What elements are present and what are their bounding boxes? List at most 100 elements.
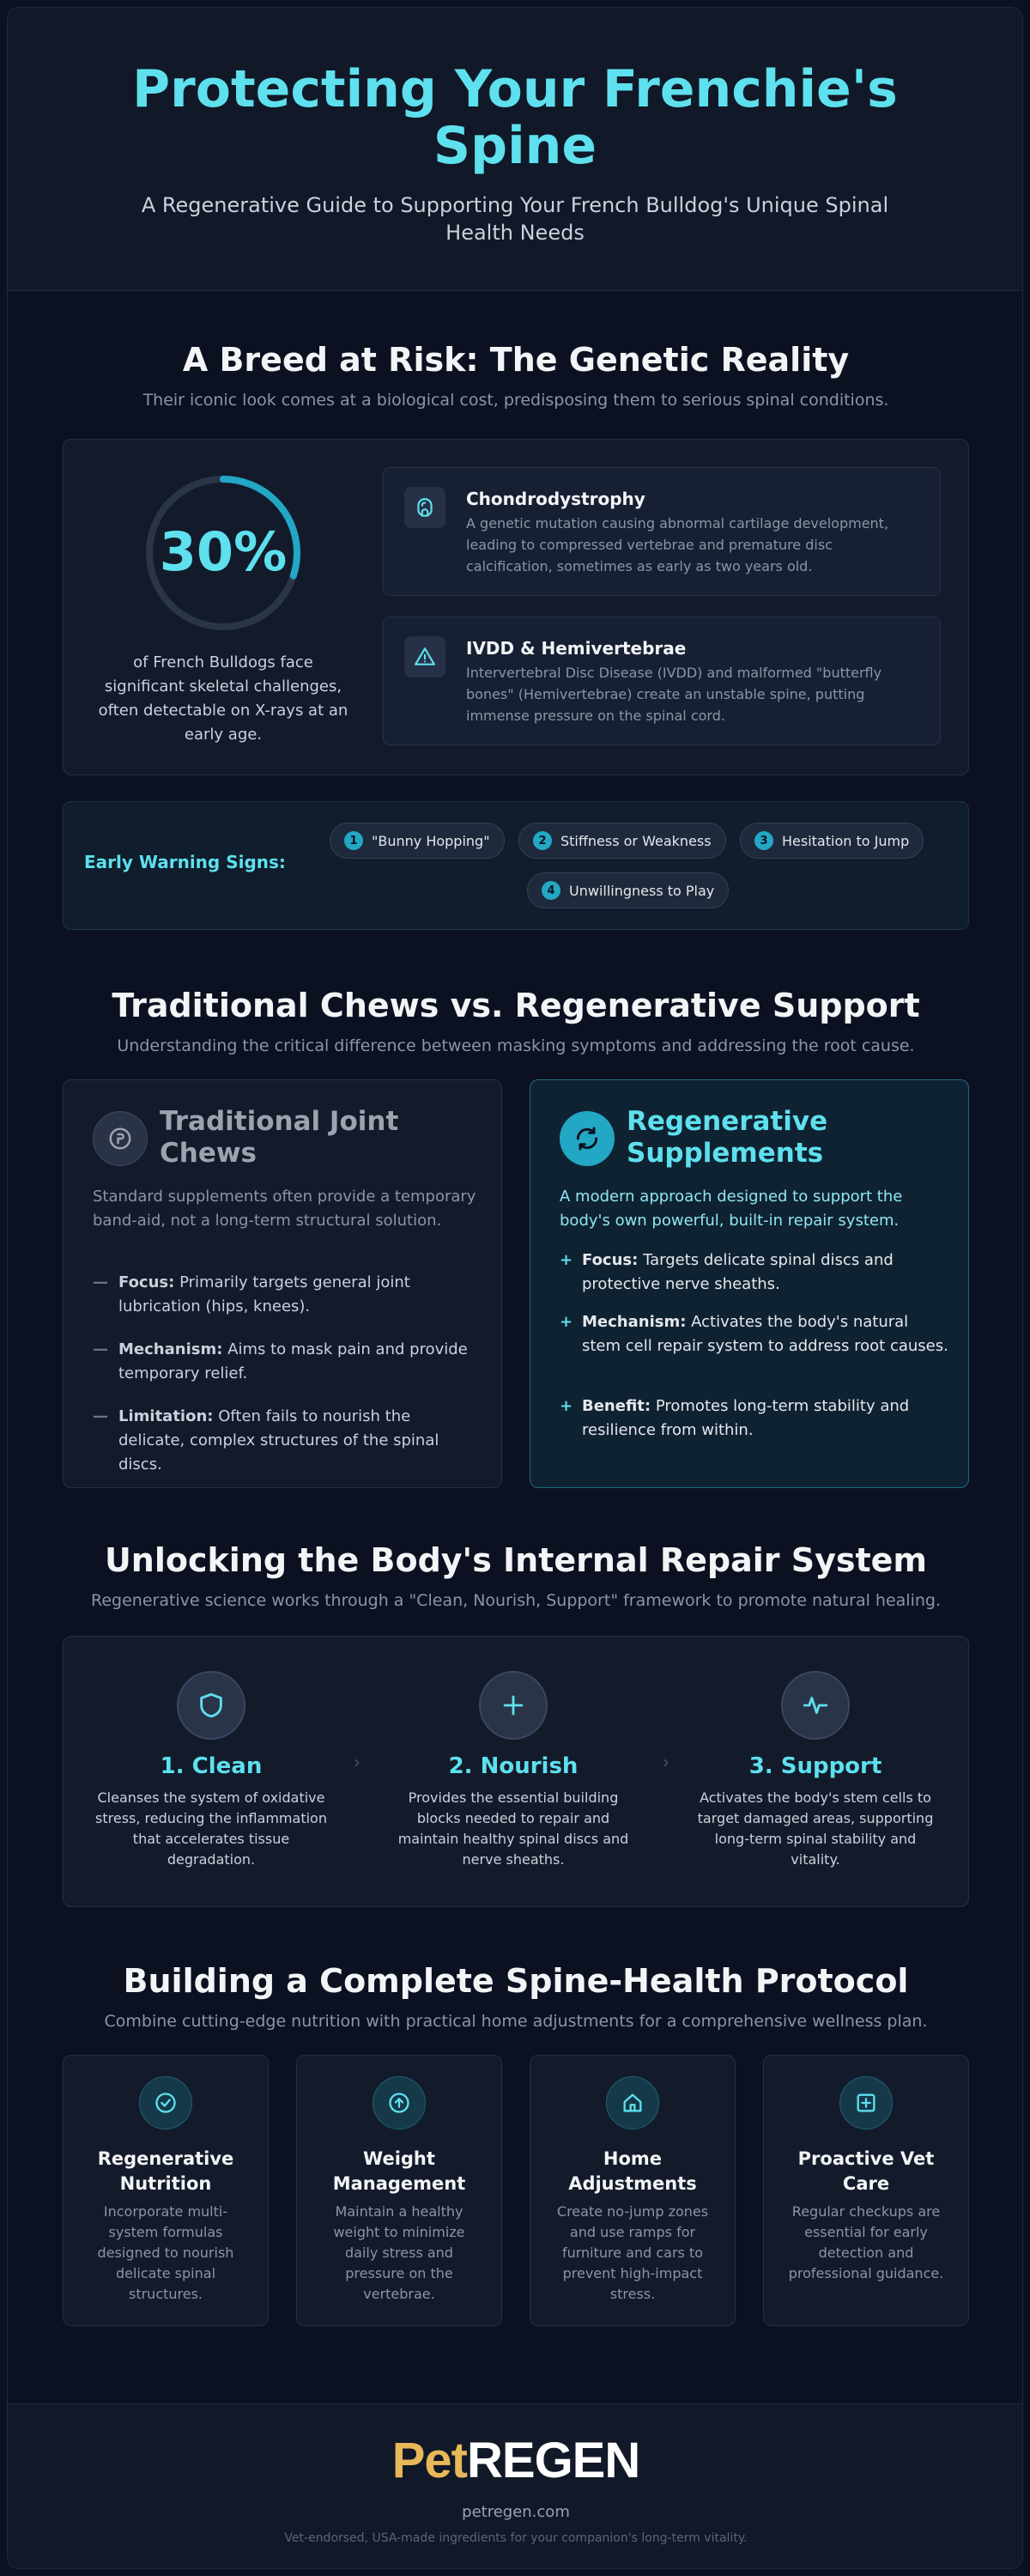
point-text: Aims to mask pain and provide temporary … xyxy=(118,1340,468,1382)
repair-subtitle: Regenerative science works through a "Cl… xyxy=(90,1591,941,1610)
protocol-card-home: Home Adjustments Create no-jump zones an… xyxy=(530,2055,736,2326)
stat-ring xyxy=(146,476,300,630)
traditional-title: Traditional Joint Chews xyxy=(160,1106,399,1169)
regenerative-point: + Mechanism: Activates the body's natural… xyxy=(560,1310,951,1358)
protocol-item-title: Home Adjustments xyxy=(568,2148,697,2194)
compare-header: Traditional Chews vs. Regenerative Suppo… xyxy=(8,987,1022,1055)
regenerative-point: + Focus: Targets delicate spinal discs an… xyxy=(560,1249,951,1297)
dash-marker: — xyxy=(93,1340,108,1358)
protocol-subtitle: Combine cutting-edge nutrition with prac… xyxy=(104,2012,928,2031)
protocol-item-title: Proactive Vet Care xyxy=(797,2148,935,2194)
regenerative-point: + Benefit: Promotes long-term stability a… xyxy=(560,1394,951,1443)
protocol-item-text: Create no-jump zones and use ramps for f… xyxy=(556,2203,709,2302)
point-text: Targets delicate spinal discs and protec… xyxy=(582,1251,894,1293)
compare-title: Traditional Chews vs. Regenerative Suppo… xyxy=(112,987,920,1024)
warning-sign-pill: 1 "Bunny Hopping" xyxy=(330,823,505,859)
point-text: Activates the body's natural stem cell r… xyxy=(582,1313,948,1355)
point-label: Limitation: xyxy=(118,1407,214,1425)
step-title-support: 3. Support xyxy=(748,1753,882,1779)
sign-text: "Bunny Hopping" xyxy=(372,832,490,849)
sign-number: 3 xyxy=(754,831,773,850)
protocol-card-nutrition: Regenerative Nutrition Incorporate multi… xyxy=(63,2055,269,2326)
point-label: Focus: xyxy=(582,1251,639,1269)
condition-card-ivdd: IVDD & Hemivertebrae Intervertebral Disc… xyxy=(383,617,941,745)
traditional-card: Traditional Joint Chews Standard supplem… xyxy=(63,1079,502,1488)
point-label: Benefit: xyxy=(582,1397,651,1415)
traditional-intro: Standard supplements often provide a tem… xyxy=(93,1188,476,1230)
protocol-title: Building a Complete Spine-Health Protoco… xyxy=(123,1962,909,2000)
traditional-point: —Mechanism: Aims to mask pain and provid… xyxy=(93,1338,479,1386)
risk-title: A Breed at Risk: The Genetic Reality xyxy=(182,341,850,379)
coin-icon xyxy=(93,1111,148,1166)
dash-marker: — xyxy=(93,1407,108,1425)
step-arrow-icon: › xyxy=(354,1752,360,1772)
warning-signs-label: Early Warning Signs: xyxy=(84,852,286,872)
warning-sign-pill: 3 Hesitation to Jump xyxy=(740,823,924,859)
protocol-item-title: Regenerative Nutrition xyxy=(97,2148,234,2194)
home-icon xyxy=(606,2076,659,2129)
step-text-clean: Cleanses the system of oxidative stress,… xyxy=(95,1789,327,1868)
condition-title: Chondrodystrophy xyxy=(466,489,645,509)
hero-header: Protecting Your Frenchie's Spine A Regen… xyxy=(8,8,1022,291)
logo-regen: REGEN xyxy=(467,2433,640,2488)
step-title-nourish: 2. Nourish xyxy=(448,1753,579,1779)
brand-logo: PetREGEN xyxy=(8,2430,1022,2491)
step-text-nourish: Provides the essential building blocks n… xyxy=(397,1789,629,1868)
dash-marker: — xyxy=(93,1273,108,1291)
brand-tagline: Vet-endorsed, USA-made ingredients for y… xyxy=(284,2531,748,2545)
plus-marker: + xyxy=(560,1313,573,1331)
step-arrow-icon: › xyxy=(663,1752,670,1772)
regenerative-intro: A modern approach designed to support th… xyxy=(560,1188,903,1230)
protocol-header: Building a Complete Spine-Health Protoco… xyxy=(8,1962,1022,2031)
warning-sign-pill: 2 Stiffness or Weakness xyxy=(518,823,726,859)
point-text: Primarily targets general joint lubricat… xyxy=(118,1273,410,1315)
sign-text: Hesitation to Jump xyxy=(782,832,910,849)
regenerative-card: Regenerative Supplements A modern approa… xyxy=(530,1079,969,1488)
point-label: Focus: xyxy=(118,1273,175,1291)
sign-text: Unwillingness to Play xyxy=(569,882,715,899)
point-label: Mechanism: xyxy=(582,1313,687,1331)
page-subtitle: A Regenerative Guide to Supporting Your … xyxy=(141,193,889,245)
medical-plus-icon xyxy=(839,2076,893,2129)
compare-subtitle: Understanding the critical difference be… xyxy=(117,1036,915,1055)
condition-text: A genetic mutation causing abnormal cart… xyxy=(466,515,889,574)
risk-subtitle: Their iconic look comes at a biological … xyxy=(142,391,889,410)
risk-card: 30% of French Bulldogs face significant … xyxy=(63,439,969,775)
sign-text: Stiffness or Weakness xyxy=(560,832,712,849)
check-circle-icon xyxy=(139,2076,192,2129)
logo-pet: Pet xyxy=(391,2433,468,2488)
stat-caption: of French Bulldogs face significant skel… xyxy=(98,653,348,744)
traditional-point: — Focus: Primarily targets general joint … xyxy=(93,1271,479,1319)
footer: PetREGEN petregen.com Vet-endorsed, USA-… xyxy=(8,2403,1022,2568)
refresh-icon xyxy=(560,1111,615,1166)
protocol-card-weight: Weight Management Maintain a healthy wei… xyxy=(296,2055,502,2326)
arrow-up-circle-icon xyxy=(373,2076,426,2129)
point-text: Often fails to nourish the delicate, com… xyxy=(118,1407,439,1473)
protocol-item-text: Regular checkups are essential for early… xyxy=(788,2203,944,2281)
sign-number: 4 xyxy=(542,881,560,900)
warning-sign-pill: 4 Unwillingness to Play xyxy=(527,872,730,908)
brand-url[interactable]: petregen.com xyxy=(462,2503,570,2521)
repair-card: 1. Clean Cleanses the system of oxidativ… xyxy=(63,1636,969,1907)
plus-icon xyxy=(479,1671,548,1740)
repair-title: Unlocking the Body's Internal Repair Sys… xyxy=(104,1541,928,1579)
stat-ring-arc xyxy=(146,476,300,630)
shield-icon xyxy=(177,1671,245,1740)
infographic-page: Protecting Your Frenchie's Spine A Regen… xyxy=(7,7,1023,2569)
traditional-point: — Limitation: Often fails to nourish the … xyxy=(93,1405,479,1477)
protocol-item-text: Incorporate multi-system formulas design… xyxy=(97,2203,234,2302)
point-text: Promotes long-term stability and resilie… xyxy=(582,1397,910,1439)
pulse-icon xyxy=(781,1671,850,1740)
sign-number: 1 xyxy=(344,831,363,850)
condition-text: Intervertebral Disc Disease (IVDD) and m… xyxy=(466,665,882,724)
plus-marker: + xyxy=(560,1251,573,1269)
regenerative-title: Regenerative Supplements xyxy=(627,1106,828,1169)
condition-card-chondrodystrophy: Chondrodystrophy A genetic mutation caus… xyxy=(383,467,941,596)
step-text-support: Activates the body's stem cells to targe… xyxy=(697,1789,934,1868)
sign-number: 2 xyxy=(533,831,552,850)
stat-value: 30% xyxy=(159,520,288,583)
risk-header: A Breed at Risk: The Genetic Reality The… xyxy=(8,341,1022,410)
plus-marker: + xyxy=(560,1397,573,1415)
condition-title: IVDD & Hemivertebrae xyxy=(466,638,687,659)
